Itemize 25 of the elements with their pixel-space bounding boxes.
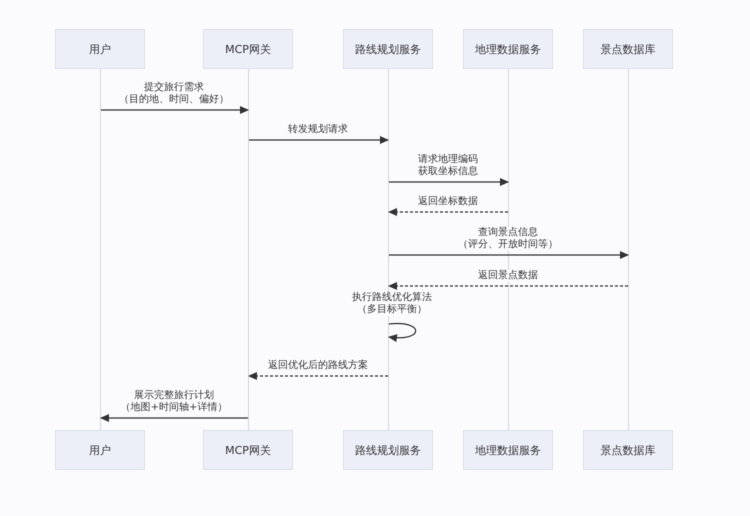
participant-box: 地理数据服务	[463, 430, 553, 470]
arrow	[249, 136, 389, 144]
participant-box: 地理数据服务	[463, 29, 553, 69]
participant-box: MCP网关	[203, 29, 293, 69]
participant-box: 路线规划服务	[343, 29, 433, 69]
edge-label: 返回景点数据	[476, 270, 540, 282]
arrow	[101, 106, 249, 114]
participant-box: MCP网关	[203, 430, 293, 470]
arrow	[389, 178, 509, 186]
participant-box: 用户	[55, 430, 145, 470]
edge-label: 请求地理编码获取坐标信息	[416, 154, 480, 178]
participant-box: 景点数据库	[583, 29, 673, 69]
participant-box: 景点数据库	[583, 430, 673, 470]
edge-label: 执行路线优化算法（多目标平衡）	[350, 292, 434, 316]
edge-label: 转发规划请求	[286, 124, 350, 136]
edge-label: 返回坐标数据	[416, 196, 480, 208]
participant-box: 用户	[55, 29, 145, 69]
arrow	[388, 208, 508, 216]
arrow	[389, 251, 629, 259]
edge-label: 返回优化后的路线方案	[266, 360, 370, 372]
arrow	[248, 372, 388, 380]
participant-box: 路线规划服务	[343, 430, 433, 470]
arrow	[388, 282, 628, 290]
self-arrow	[388, 322, 416, 342]
arrow	[100, 414, 248, 422]
